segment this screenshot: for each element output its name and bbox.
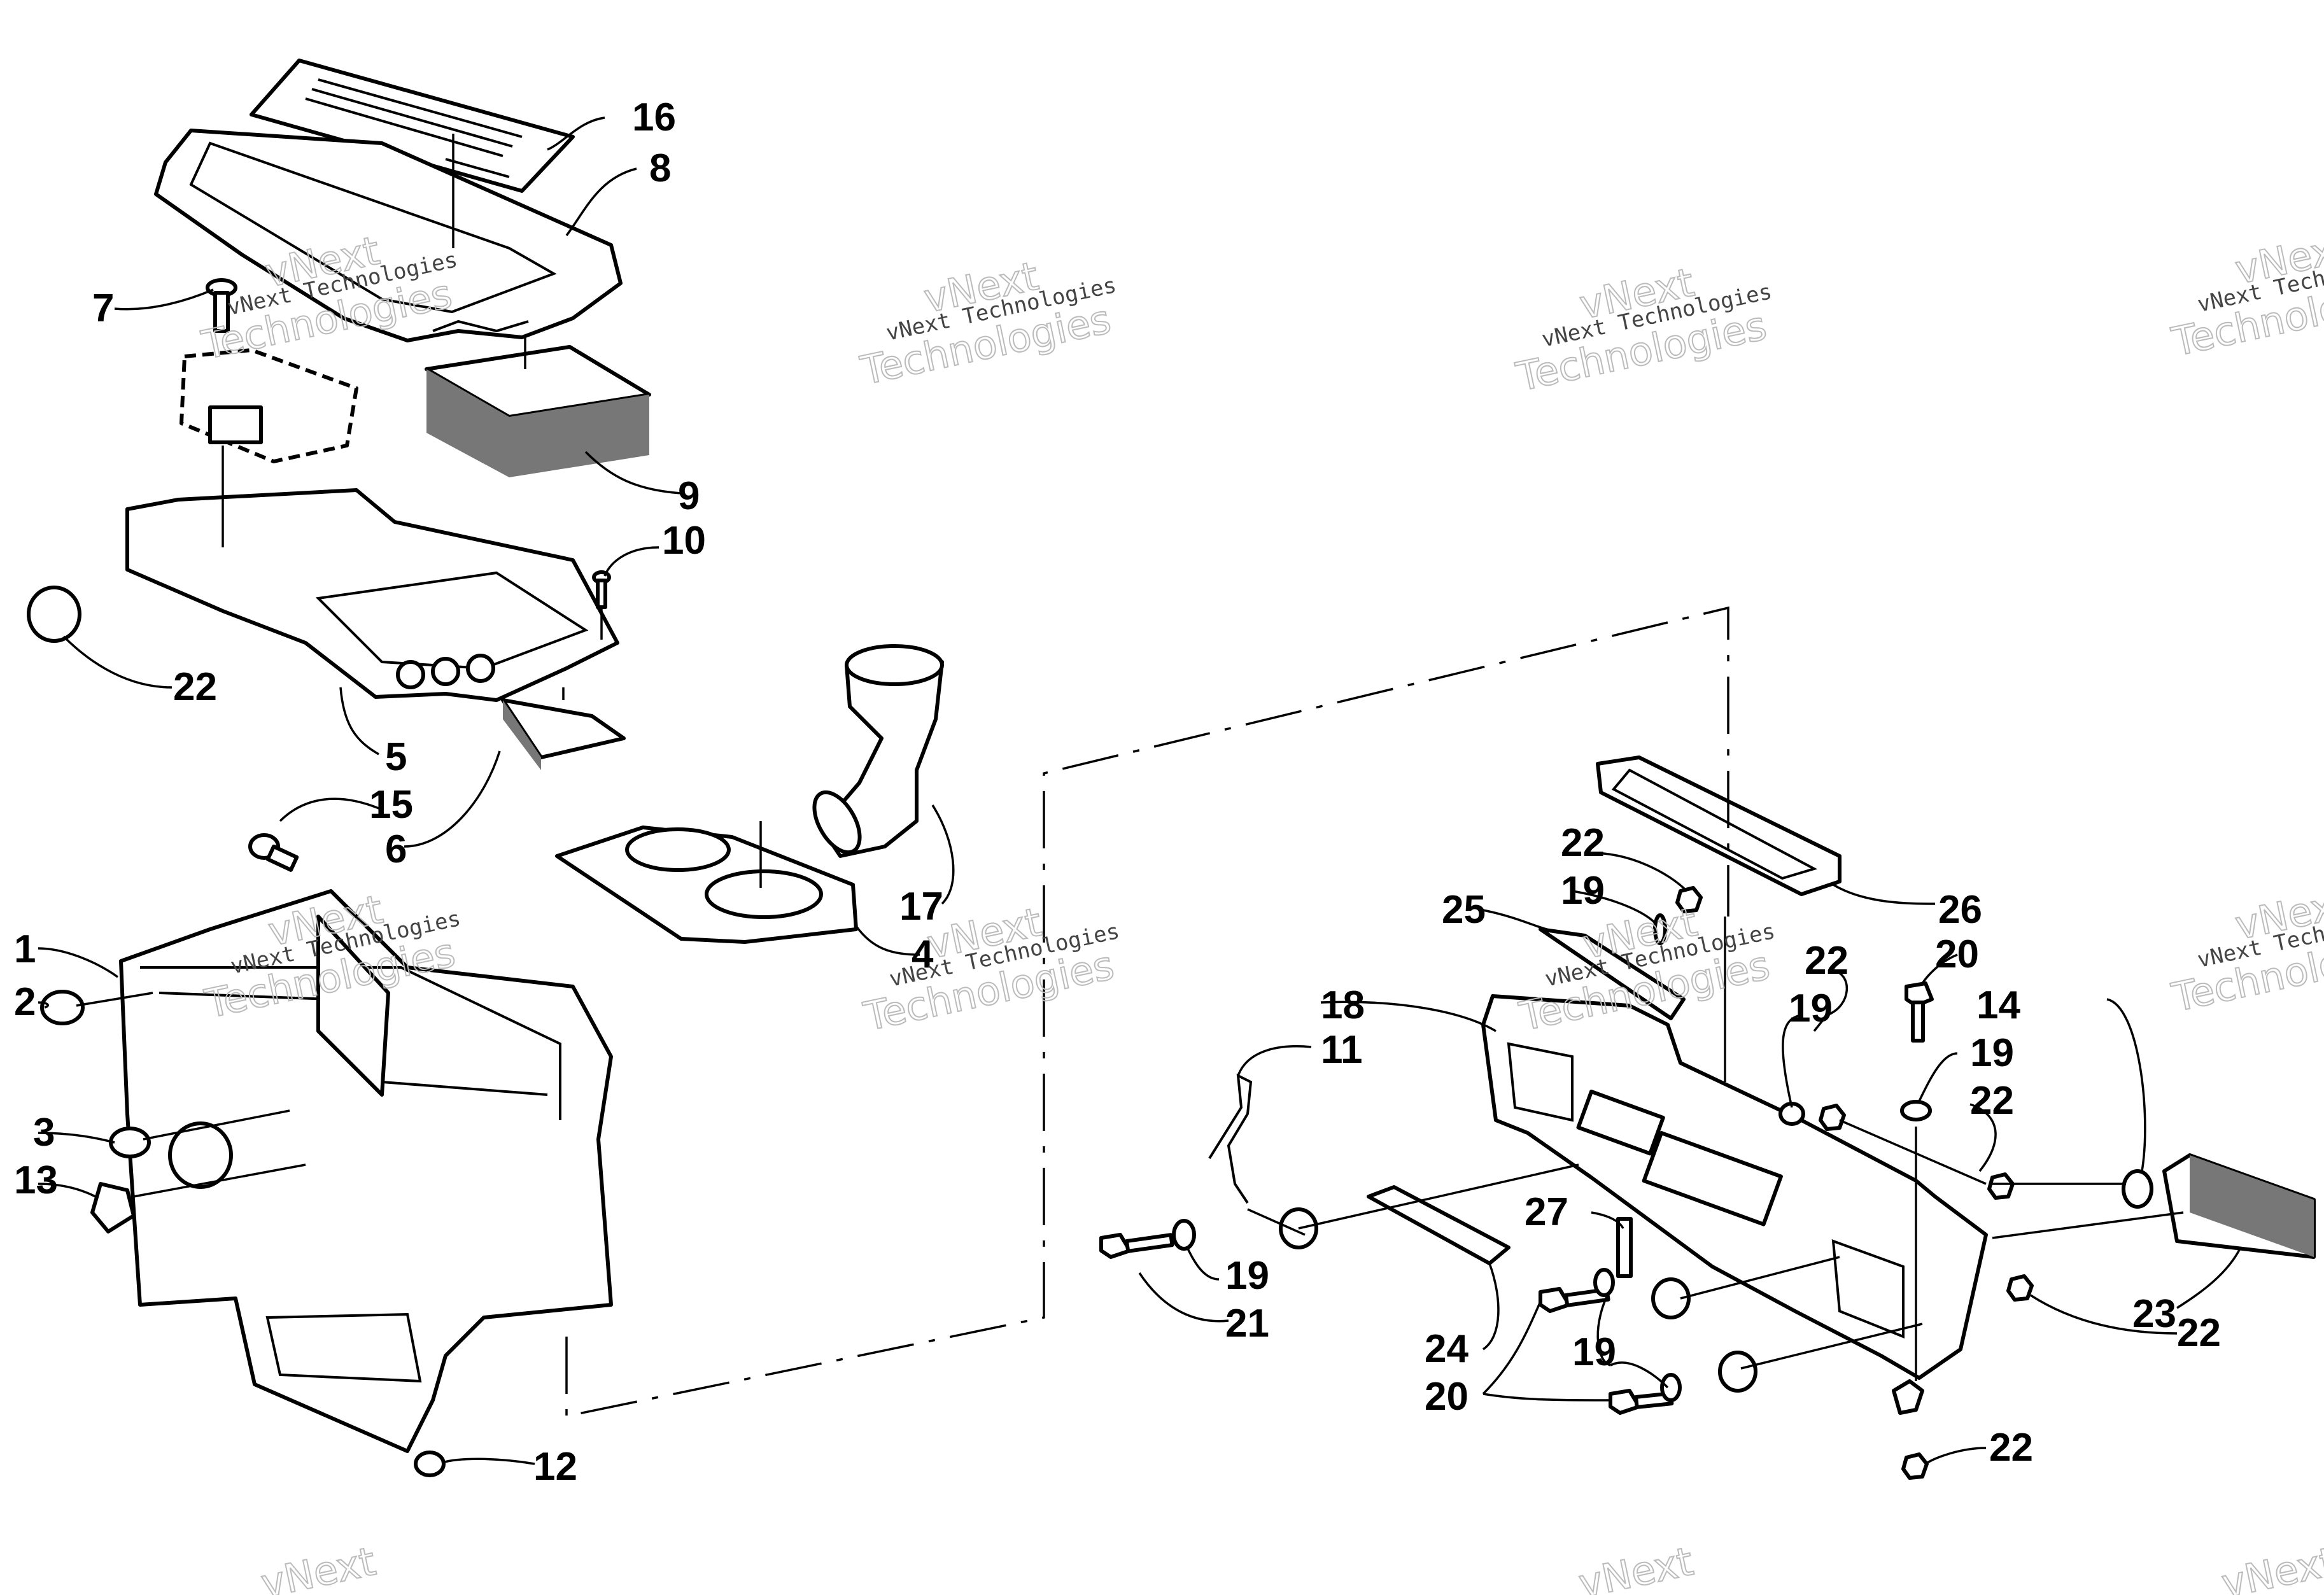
air-box-body-part: [119, 889, 613, 1453]
control-module-part: [180, 348, 358, 463]
callout-25: 25: [1442, 888, 1486, 932]
callout-22c: 22: [1970, 1079, 2014, 1123]
callout-19d: 19: [1225, 1254, 1269, 1298]
callout-17: 17: [899, 885, 943, 929]
callout-28: 22: [173, 665, 217, 709]
nut-12-part: [414, 1451, 446, 1477]
callout-5: 5: [385, 735, 407, 779]
callout-15: 15: [369, 783, 413, 827]
callout-22e: 22: [1989, 1426, 2033, 1470]
grommet-3-part: [109, 1127, 151, 1158]
callout-19c: 19: [1970, 1031, 2014, 1075]
callout-4: 4: [912, 932, 934, 976]
callout-20a: 20: [1935, 932, 1979, 976]
plate-25-part: [1539, 927, 1686, 1020]
pre-filter-6-part: [501, 698, 626, 770]
callout-10: 10: [662, 519, 706, 563]
decal-part: [250, 59, 575, 193]
callout-19b: 19: [1789, 987, 1833, 1030]
filter-23-part: [2162, 1153, 2316, 1259]
callout-22a: 22: [1561, 821, 1605, 865]
grommet-2-part: [40, 990, 85, 1025]
wire-spring-11-part: [1208, 1073, 1253, 1204]
callout-1: 1: [14, 927, 36, 971]
screw-10-part: [592, 570, 611, 609]
callout-13: 13: [14, 1158, 58, 1202]
screw-7-part: [206, 278, 237, 333]
base-plate-5-part: [125, 488, 619, 702]
callout-26: 26: [1938, 888, 1982, 932]
air-box-cover-part: [154, 129, 623, 342]
callout-22b: 22: [1805, 939, 1849, 983]
callout-9: 9: [678, 474, 700, 518]
watermark-line2: vNext: [257, 1538, 379, 1595]
clip-13-part: [90, 1182, 136, 1233]
seal-26-part: [1596, 755, 1842, 896]
bracket-24-part: [1367, 1185, 1511, 1265]
hardware: [1099, 886, 2153, 1480]
callout-19e: 19: [1572, 1330, 1616, 1374]
watermark-line2: vNext: [1575, 1538, 1697, 1595]
callout-14: 14: [1976, 983, 2020, 1027]
callout-23: 23: [2132, 1292, 2176, 1336]
callout-21: 21: [1225, 1302, 1269, 1346]
intake-silencer-18-part: [1481, 994, 1988, 1380]
callout-19a: 19: [1561, 869, 1605, 913]
callout-27: 27: [1525, 1190, 1568, 1234]
callout-18: 18: [1321, 983, 1365, 1027]
intake-boot-17-part: [812, 644, 944, 858]
callout-labels: 16 8 7 9 10 22 5 15 6 17 4 1 2 3 13 12 2…: [14, 95, 2221, 1489]
air-filter-9-part: [425, 345, 651, 477]
adapter-plate-4-part: [555, 826, 858, 944]
callout-3: 3: [33, 1111, 55, 1155]
callout-22d: 22: [2177, 1311, 2221, 1355]
callout-11: 11: [1321, 1028, 1363, 1072]
callout-16: 16: [632, 95, 676, 139]
callout-8: 8: [649, 146, 671, 190]
leader-lines: [38, 116, 2242, 1465]
clamp-28-part: [27, 586, 81, 643]
tab-27-part: [1616, 1217, 1633, 1278]
watermark-line2: vNext: [2218, 1538, 2324, 1595]
reference-line: [565, 606, 1729, 1418]
callout-6: 6: [385, 827, 407, 871]
callout-20b: 20: [1425, 1375, 1468, 1419]
callout-12: 12: [533, 1445, 577, 1489]
callout-7: 7: [92, 286, 114, 330]
fastener-15-part: [248, 833, 299, 872]
callout-2: 2: [14, 980, 36, 1024]
callout-24: 24: [1425, 1327, 1468, 1371]
